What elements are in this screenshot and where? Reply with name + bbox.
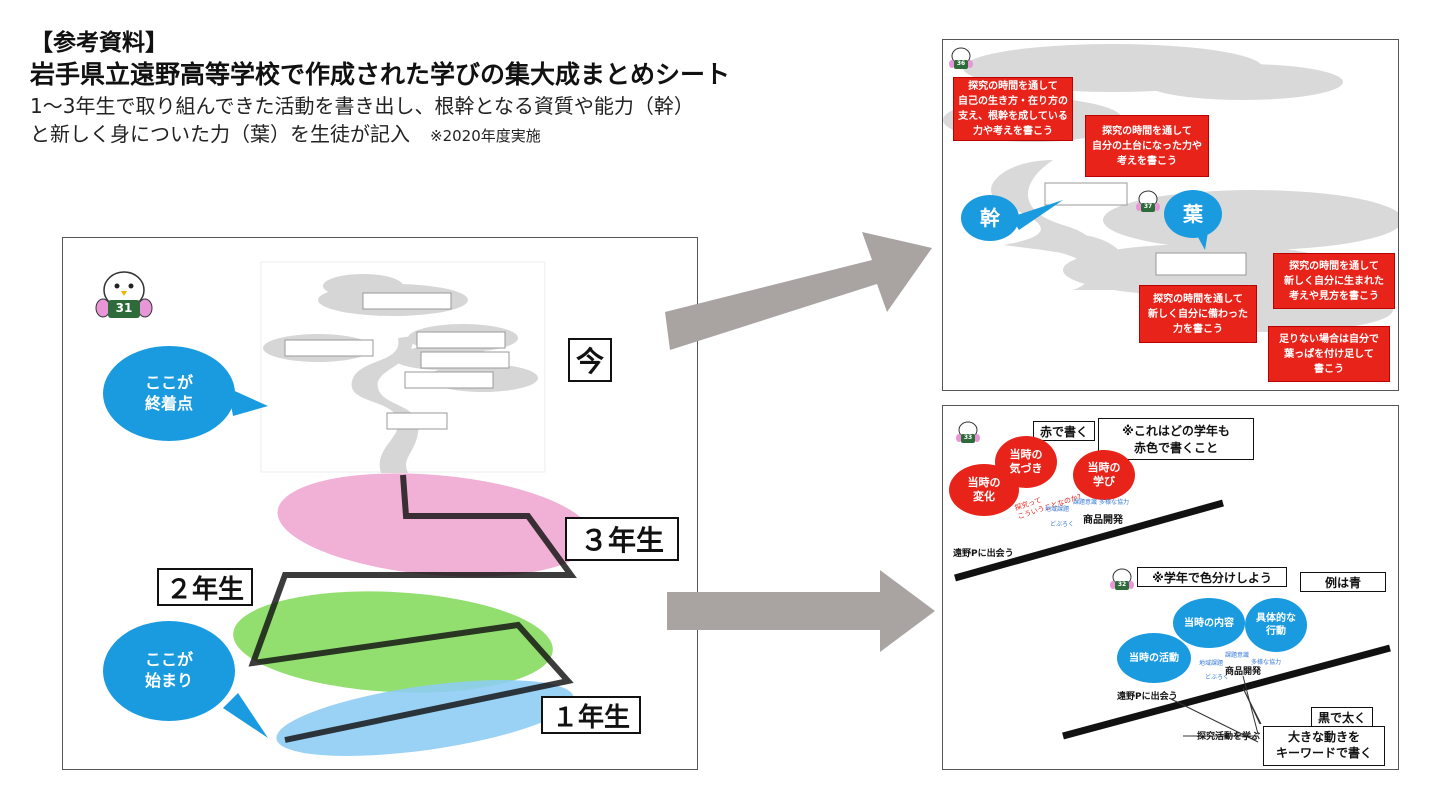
bubble-leaf-text: 葉 [1183,202,1203,226]
heading-bracket: 【参考資料】 [30,30,168,56]
heading-desc-line2-text: と新しく身についた力（葉）を生徒が記入 [30,122,410,146]
heading-title: 岩手県立遠野高等学校で作成された学びの集大成まとめシート [30,60,731,89]
year1-ellipse [276,680,574,756]
meet-tono-b: 遠野Pに出会う [1117,692,1178,702]
top-right-page-number-2: 37 [1143,203,1153,210]
main-slide-graphics [223,261,593,756]
label-year1: １年生 [541,696,641,734]
heading-note: ※2020年度実施 [430,127,541,145]
bottom-right-page-number-1: 33 [963,434,973,441]
timeline-line-b [1062,644,1391,740]
meet-tono-a: 遠野Pに出会う [953,549,1014,559]
product-dev-a: 商品開発 [1083,515,1123,526]
main-slide: 31 ここが 終着点 ここが 始まり 今 ３年生 ２年生 １年生 [62,237,698,770]
arrow-upper-icon [665,232,932,350]
blue-circle-activity-text: 当時の活動 [1129,652,1179,664]
bottom-right-mascot-1-icon: 33 [955,419,981,445]
top-right-mascot-2-graphic [1136,190,1160,212]
blue-circle-action-text: 具体的な 行動 [1256,613,1296,637]
timeline-line-a [954,499,1224,582]
keyword-b-cooperation: 多様な協力 [1251,659,1282,666]
heading-desc-line1: 1〜3年生で取り組んできた活動を書き出し、根幹となる資質や能力（幹） [30,94,694,118]
top-right-mascot-1-graphic [949,47,973,69]
year3-ellipse [277,473,593,577]
keyword-a-cooperation: 多様な協力 [1099,499,1130,506]
box-leaf-add-text: 足りない場合は自分で 葉っぱを付け足して 書こう [1279,333,1379,375]
main-page-number: 31 [115,301,133,315]
box-leaf-new-skill-text: 探究の時間を通して 新しく自分に備わった 力を書こう [1148,293,1248,335]
label-year2: ２年生 [157,568,253,606]
label-color-by-year: ※学年で色分けしよう [1137,567,1287,587]
keyword-a-regional: 地域課題 [1045,506,1070,513]
box-trunk-base: 探究の時間を通して 自分の土台になった力や 考えを書こう [1085,115,1209,177]
keyword-b-regional: 地域課題 [1199,660,1224,667]
bubble-leaf: 葉 [1164,190,1222,238]
label-write-red: 赤で書く [1033,421,1095,441]
red-circle-awareness-text: 当時の 気づき [1009,447,1043,475]
red-circle-learning: 当時の 学び [1073,450,1135,500]
pointer-line-1 [1242,687,1262,725]
bottom-right-page-number-2: 32 [1117,581,1127,588]
label-black-bold: 黒で太く [1311,707,1373,727]
arrow-lower-icon [667,570,935,652]
red-circle-learning-text: 当時の 学び [1087,460,1121,488]
start-bubble-text: ここが 始まり [144,650,193,690]
bottom-right-mascot-2-icon: 32 [1109,566,1135,592]
box-trunk-core: 探究の時間を通して 自己の生き方・在り方の 支え、根幹を成している 力や考えを書… [953,77,1073,141]
bottom-right-mascot-1-graphic [956,421,980,443]
label-example-blue: 例は青 [1300,572,1386,592]
bottom-right-mascot-2-graphic [1110,568,1134,590]
bird-mascot-icon: 31 [95,266,153,324]
trunk-bubble-tail [1011,200,1063,230]
keyword-b-awareness: 課題意識 [1225,652,1250,659]
keyword-a-doburoku: どぶろく [1050,521,1075,528]
box-trunk-base-text: 探究の時間を通して 自分の土台になった力や 考えを書こう [1092,125,1202,167]
note-red-all-years-text: ※これはどの学年も 赤色で書くこと [1122,424,1230,455]
box-trunk-core-text: 探究の時間を通して 自己の生き方・在り方の 支え、根幹を成している 力や考えを書… [958,81,1068,137]
growth-path-line [248,474,577,743]
goal-bubble-text: ここが 終着点 [144,372,193,413]
top-right-mascot-1-icon: 36 [948,45,974,71]
slide-bottom-right: 33 赤で書く ※これはどの学年も 赤色で書くこと 当時の 気づき 当時の 変化… [942,405,1399,770]
top-right-page-number-1: 36 [956,60,966,67]
heading: 【参考資料】 岩手県立遠野高等学校で作成された学びの集大成まとめシート 1〜3年… [30,28,730,150]
box-leaf-new-skill: 探究の時間を通して 新しく自分に備わった 力を書こう [1139,285,1257,343]
blue-circle-activity: 当時の活動 [1117,633,1191,683]
label-keyword-big-move-text: 大きな動きを キーワードで書く [1275,730,1372,760]
label-now: 今 [568,338,612,382]
pointer-line-4 [1168,697,1259,743]
pointer-line-2 [1242,675,1259,735]
red-circle-change-text: 当時の 変化 [967,475,1001,503]
trunk-blank-box [1044,182,1128,206]
note-red-all-years: ※これはどの学年も 赤色で書くこと [1098,418,1254,460]
label-year3: ３年生 [565,517,679,561]
bottom-right-graphics [954,499,1391,743]
product-dev-b: 商品開発 [1225,667,1262,677]
box-leaf-new-view: 探究の時間を通して 新しく自分に生まれた 考えや見方を書こう [1273,253,1395,309]
start-bubble: ここが 始まり [103,621,235,721]
bubble-trunk-text: 幹 [980,206,1000,230]
keyword-a-awareness: 課題意識 [1073,499,1098,506]
goal-bubble-tail [228,388,268,416]
bubble-trunk: 幹 [961,195,1019,241]
start-bubble-tail [223,693,268,738]
blue-circle-content-text: 当時の内容 [1184,617,1234,629]
tree-blank-boxes [284,292,510,430]
slide-top-right: 36 37 探究の時間を通して 自己の生き方・在り方の 支え、根幹を成している … [942,39,1399,391]
blue-circle-content: 当時の内容 [1173,598,1245,648]
learn-inquiry-b: 探究活動を学ぶ [1197,732,1261,742]
heading-desc-line2: と新しく身についた力（葉）を生徒が記入 ※2020年度実施 [30,120,730,150]
leaf-blank-box [1155,252,1247,276]
goal-bubble: ここが 終着点 [103,346,235,441]
box-leaf-new-view-text: 探究の時間を通して 新しく自分に生まれた 考えや見方を書こう [1284,260,1384,302]
box-leaf-add: 足りない場合は自分で 葉っぱを付け足して 書こう [1268,326,1390,382]
keyword-b-doburoku: どぶろく [1205,674,1230,681]
label-keyword-big-move: 大きな動きを キーワードで書く [1263,726,1385,766]
blue-circle-action: 具体的な 行動 [1245,598,1307,652]
top-right-mascot-2-icon: 37 [1135,188,1161,214]
bird-mascot-graphic [95,271,153,318]
red-circle-change: 当時の 変化 [949,464,1019,516]
